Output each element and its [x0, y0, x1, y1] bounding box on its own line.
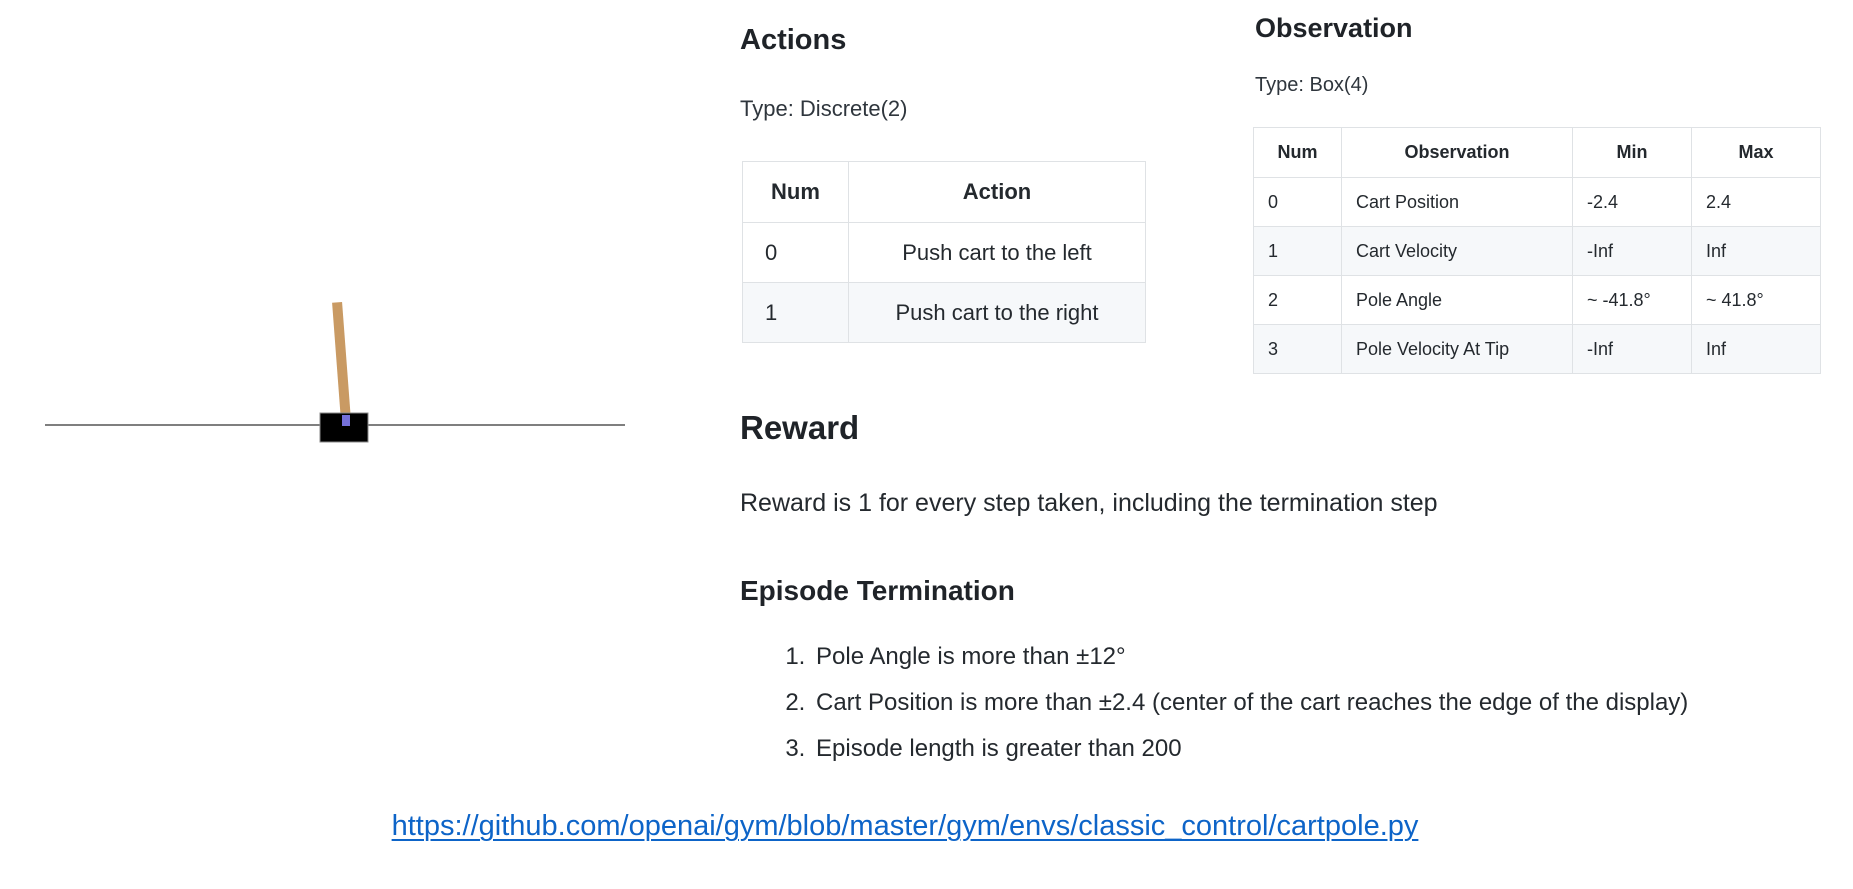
- table-row: 1 Push cart to the right: [742, 282, 1146, 343]
- cartpole-render: [45, 301, 625, 443]
- obs-cell-num: 1: [1253, 226, 1342, 276]
- obs-cell-min: -Inf: [1572, 226, 1692, 276]
- actions-header-action: Action: [848, 161, 1146, 223]
- actions-cell-action: Push cart to the right: [848, 282, 1146, 343]
- obs-header-num: Num: [1253, 127, 1342, 178]
- obs-cell-max: Inf: [1691, 324, 1821, 374]
- termination-condition: Cart Position is more than ±2.4 (center …: [816, 689, 1689, 716]
- actions-cell-num: 0: [742, 222, 849, 283]
- obs-header-observation: Observation: [1341, 127, 1573, 178]
- observation-type-label: Type: Box(4): [1255, 74, 1369, 96]
- actions-type-label: Type: Discrete(2): [740, 96, 908, 121]
- table-row: 1 Cart Velocity -Inf Inf: [1253, 226, 1821, 276]
- obs-cell-num: 0: [1253, 177, 1342, 227]
- obs-cell-max: ~ 41.8°: [1691, 275, 1821, 325]
- obs-cell-observation: Cart Velocity: [1341, 226, 1573, 276]
- actions-table-header-row: Num Action: [742, 161, 1146, 223]
- obs-cell-observation: Cart Position: [1341, 177, 1573, 227]
- obs-cell-observation: Pole Velocity At Tip: [1341, 324, 1573, 374]
- reward-description: Reward is 1 for every step taken, includ…: [740, 489, 1438, 517]
- table-row: 2 Pole Angle ~ -41.8° ~ 41.8°: [1253, 275, 1821, 325]
- source-link[interactable]: https://github.com/openai/gym/blob/maste…: [391, 810, 1419, 842]
- obs-cell-min: -Inf: [1572, 324, 1692, 374]
- obs-cell-min: ~ -41.8°: [1572, 275, 1692, 325]
- episode-termination-title: Episode Termination: [740, 575, 1015, 606]
- table-row: 0 Cart Position -2.4 2.4: [1253, 177, 1821, 227]
- list-item: Cart Position is more than ±2.4 (center …: [812, 680, 1853, 726]
- obs-cell-max: 2.4: [1691, 177, 1821, 227]
- table-row: 3 Pole Velocity At Tip -Inf Inf: [1253, 324, 1821, 374]
- observation-table: Num Observation Min Max 0 Cart Position …: [1253, 127, 1821, 374]
- table-row: 0 Push cart to the left: [742, 222, 1146, 283]
- reward-title: Reward: [740, 409, 860, 446]
- actions-title: Actions: [740, 24, 847, 56]
- termination-condition: Episode length is greater than 200: [816, 735, 1182, 762]
- list-item: Episode length is greater than 200: [812, 726, 1853, 772]
- obs-cell-observation: Pole Angle: [1341, 275, 1573, 325]
- actions-header-num: Num: [742, 161, 849, 223]
- obs-cell-num: 2: [1253, 275, 1342, 325]
- obs-cell-min: -2.4: [1572, 177, 1692, 227]
- pole: [332, 301, 352, 424]
- observation-title: Observation: [1255, 13, 1413, 43]
- obs-header-min: Min: [1572, 127, 1692, 178]
- actions-cell-action: Push cart to the left: [848, 222, 1146, 283]
- obs-header-max: Max: [1691, 127, 1821, 178]
- actions-table: Num Action 0 Push cart to the left 1 Pus…: [742, 161, 1146, 343]
- obs-cell-num: 3: [1253, 324, 1342, 374]
- obs-cell-max: Inf: [1691, 226, 1821, 276]
- observation-table-header-row: Num Observation Min Max: [1253, 127, 1821, 178]
- episode-termination-list: Pole Angle is more than ±12° Cart Positi…: [740, 634, 1853, 772]
- source-link-bar: https://github.com/openai/gym/blob/maste…: [0, 810, 1810, 843]
- actions-cell-num: 1: [742, 282, 849, 343]
- termination-condition: Pole Angle is more than ±12°: [816, 643, 1126, 670]
- pole-axle: [342, 415, 350, 426]
- list-item: Pole Angle is more than ±12°: [812, 634, 1853, 680]
